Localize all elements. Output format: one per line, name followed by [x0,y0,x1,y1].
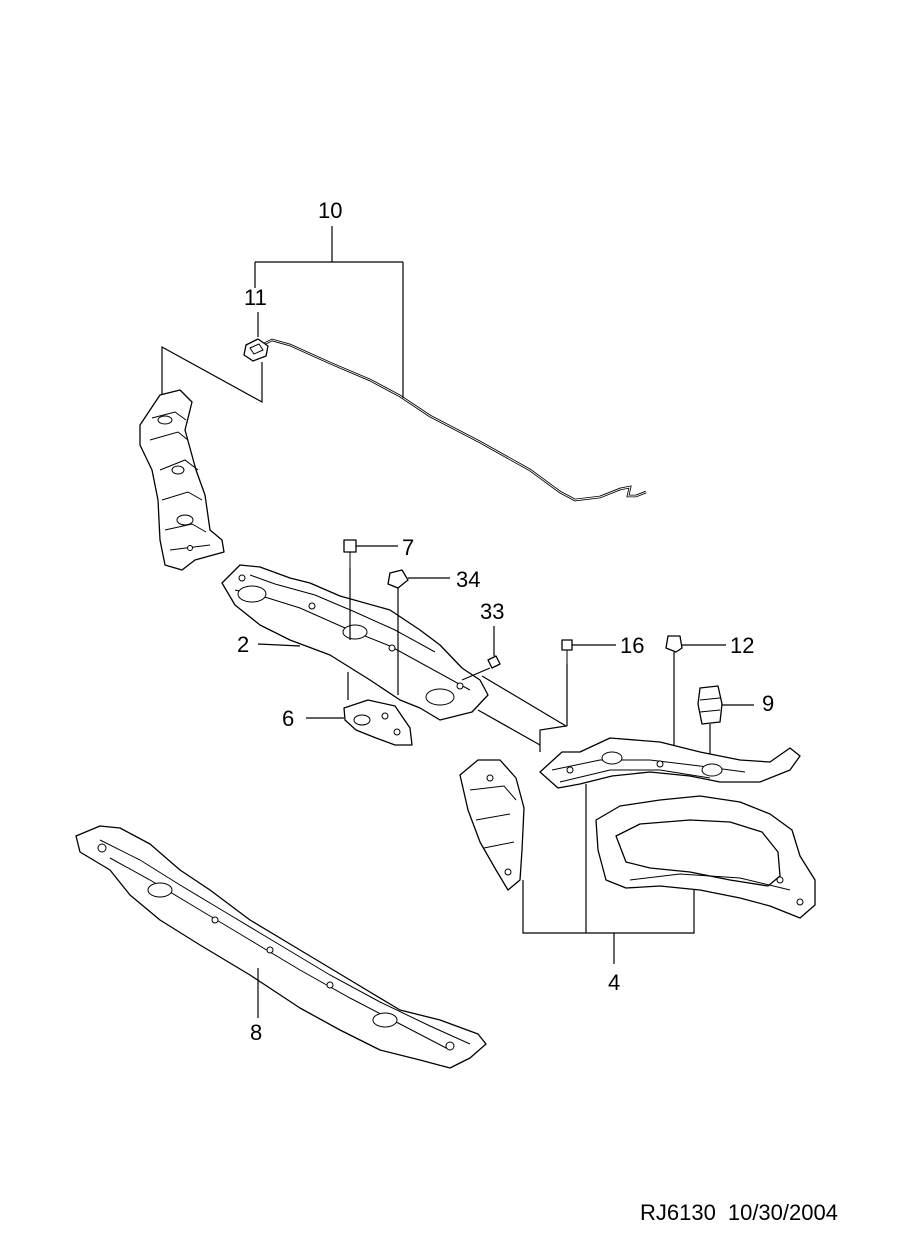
leader-7 [349,545,398,640]
leader-33 [461,626,495,681]
callout-16: 16 [620,633,645,658]
leader-10 [254,226,404,398]
callout-12: 12 [730,633,755,658]
callout-4: 4 [608,970,621,995]
callout-11: 11 [244,285,267,310]
hood-release-cable [257,338,647,502]
leader-16 [566,644,616,726]
diagram-footer: RJ6130 10/30/2004 [640,1200,838,1226]
callout-10: 10 [318,198,343,223]
diagram-date: 10/30/2004 [727,1200,838,1225]
diagram-code: RJ6130 [640,1200,716,1225]
bolt-7 [343,539,357,568]
leader-6 [306,672,349,719]
callout-6: 6 [282,706,295,731]
right-small-bracket [459,759,525,891]
callout-2: 2 [237,632,250,657]
leader-4 [522,784,695,964]
leader-tiebar-link [477,675,568,752]
leader-12 [673,644,726,752]
bolt-16 [561,639,573,664]
upper-tie-bar [221,564,489,721]
clip-34 [387,569,409,589]
right-headlamp-panel [595,795,816,919]
leader-11-link [161,345,263,405]
cable-clip [243,338,269,362]
leader-2 [257,643,301,647]
callout-7: 7 [402,535,415,560]
bumper-9 [697,685,723,725]
left-side-bracket [139,389,225,571]
callout-8: 8 [250,1020,263,1045]
latch-bracket [343,699,413,746]
lower-tie-bar [75,825,487,1069]
screw-33 [487,655,501,669]
callout-9: 9 [762,691,775,716]
clip-12 [665,635,683,653]
leader-34 [397,577,450,695]
callout-33: 33 [480,599,505,624]
callout-34: 34 [456,567,481,592]
right-upper-rail [539,737,801,789]
